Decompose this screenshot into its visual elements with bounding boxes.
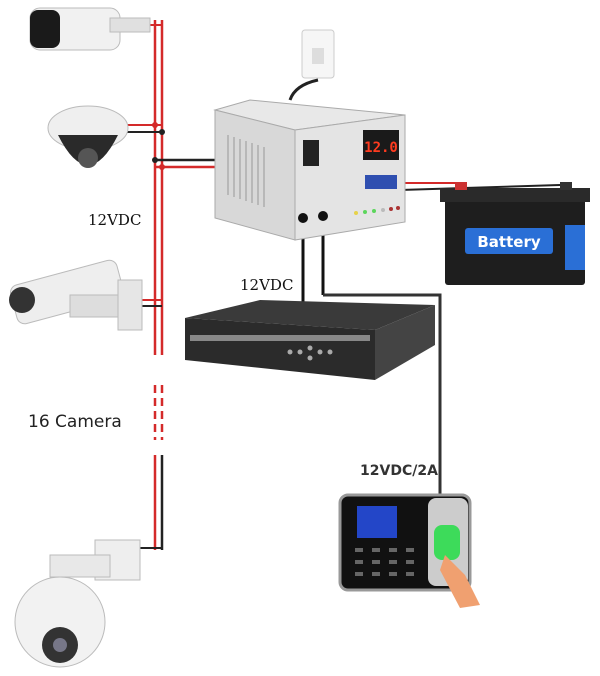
camera-power-bus (110, 20, 220, 550)
brand-badge (365, 175, 397, 189)
voltage-display-value: 12.0 (364, 140, 398, 156)
label-camera-count: 16 Camera (28, 412, 122, 432)
output-jack-1 (298, 213, 308, 223)
label-attendance-voltage: 12VDC/2A (360, 463, 438, 479)
power-supply-box: 12.0 (213, 99, 406, 241)
label-nvr-voltage: 12VDC (240, 276, 293, 294)
battery-label: Battery (477, 233, 540, 251)
voltage-display (363, 130, 399, 160)
dome-camera (47, 105, 129, 168)
bullet-camera (29, 7, 151, 51)
battery: Battery (440, 182, 590, 285)
label-cameras-voltage: 12VDC (88, 211, 141, 229)
fingerprint-attendance-terminal (338, 493, 480, 608)
nvr-recorder (185, 300, 435, 380)
output-jack-2 (318, 211, 328, 221)
wall-outlet (301, 29, 335, 79)
power-switch (303, 140, 319, 166)
box-camera (9, 259, 143, 331)
finger (440, 555, 480, 608)
ptz-camera (14, 539, 141, 668)
